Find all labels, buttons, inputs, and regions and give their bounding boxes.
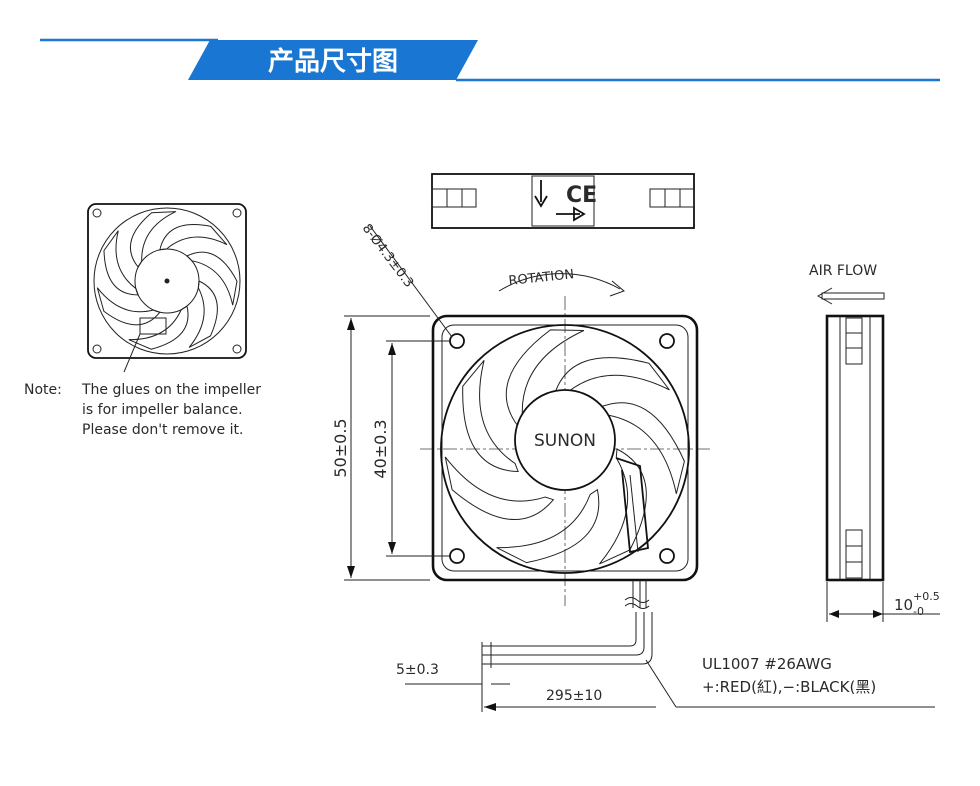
rib-left xyxy=(431,188,477,208)
header-title-bg xyxy=(188,40,478,80)
arrow-down-icon xyxy=(534,180,548,208)
lead-wire xyxy=(482,612,653,665)
strip-dimension: 5±0.3 xyxy=(396,662,439,678)
mounting-hole xyxy=(659,548,675,564)
mounting-hole xyxy=(659,333,675,349)
break-mark xyxy=(624,603,650,609)
note-line: The glues on the impeller xyxy=(81,382,261,398)
brand-label: SUNON xyxy=(534,431,596,451)
fan-blade xyxy=(128,305,189,350)
fan-frame-outer xyxy=(431,314,699,582)
fan-blade xyxy=(186,251,238,306)
small-hole xyxy=(232,208,242,218)
fan-blade xyxy=(496,488,600,564)
small-fan-hub xyxy=(134,248,200,314)
fan-blade xyxy=(444,456,555,520)
mounting-hole xyxy=(449,548,465,564)
small-fan-center xyxy=(164,278,170,284)
fan-blade xyxy=(505,329,585,428)
rib-right xyxy=(649,188,695,208)
wire-spoke xyxy=(615,457,649,554)
impeller-note: Note: The glues on the impeller is for i… xyxy=(24,382,261,438)
holes-dimension: 8-Ø4.3±0.3 xyxy=(359,221,416,290)
air-flow-label: AIR FLOW xyxy=(809,263,877,279)
fan-blade xyxy=(130,211,177,268)
wire-spoke-line xyxy=(629,474,639,553)
fan-blade xyxy=(103,230,139,296)
fan-blade xyxy=(596,402,685,494)
fan-blade xyxy=(552,357,670,399)
small-hole xyxy=(232,344,242,354)
rotation-arc xyxy=(498,273,621,292)
outer-dimension: 50±0.5 xyxy=(331,418,350,477)
fan-blade xyxy=(188,280,218,348)
thickness-tol-lower: -0 xyxy=(913,605,924,618)
thickness-tol-upper: +0.5 xyxy=(913,590,940,603)
holes-leader xyxy=(369,225,453,338)
air-flow-arrow xyxy=(821,292,885,300)
wire-spec-leader xyxy=(645,659,677,708)
small-fan-frame xyxy=(87,203,247,359)
fan-blade xyxy=(159,224,228,251)
note-line: Please don't remove it. xyxy=(82,422,243,438)
wire-colors: +:RED(紅),−:BLACK(黑) xyxy=(702,678,876,696)
label-box xyxy=(531,175,595,227)
fan-side-body xyxy=(825,314,885,582)
note-leader xyxy=(123,333,141,373)
break-mark xyxy=(624,597,650,603)
side-view: AIR FLOW 10 +0.5 -0 xyxy=(809,263,940,622)
fan-blade xyxy=(462,360,519,473)
mounting-hole xyxy=(449,333,465,349)
wire-spec: UL1007 #26AWG xyxy=(702,655,832,673)
impeller-detail-view xyxy=(87,203,247,373)
page-title: 产品尺寸图 xyxy=(268,47,398,77)
lead-wire xyxy=(482,612,637,647)
thickness-base: 10 xyxy=(894,596,913,614)
side-slot-top xyxy=(845,317,863,365)
arrow-right-icon xyxy=(556,206,586,222)
side-slot-bottom xyxy=(845,529,863,579)
rotation-arrowhead xyxy=(609,280,625,297)
small-fan-blades xyxy=(96,211,238,350)
top-label-view: CE xyxy=(431,173,695,229)
lead-wires-exit xyxy=(632,580,647,608)
impeller-glue-spot xyxy=(139,317,167,335)
small-hole xyxy=(92,344,102,354)
ce-mark-icon: CE xyxy=(566,183,597,208)
lead-length-dimension: 295±10 xyxy=(546,688,602,704)
small-fan-ring xyxy=(93,207,241,355)
inner-dimension: 40±0.3 xyxy=(371,419,390,478)
rotation-label: ROTATION xyxy=(508,267,575,289)
dim-arrows xyxy=(484,703,496,711)
note-label: Note: xyxy=(24,382,62,398)
fan-blade xyxy=(96,287,161,326)
note-line: is for impeller balance. xyxy=(82,402,243,418)
small-hole xyxy=(92,208,102,218)
fan-venturi xyxy=(440,324,690,574)
front-view: SUNON ROTATION 8-Ø4.3±0.3 50±0.5 40±0.3 xyxy=(331,221,935,712)
header-banner: 产品尺寸图 xyxy=(40,38,940,82)
fan-top-edge xyxy=(431,173,695,229)
fan-hub xyxy=(514,389,616,491)
air-flow-arrowhead xyxy=(816,287,833,305)
lead-wire xyxy=(482,612,645,656)
